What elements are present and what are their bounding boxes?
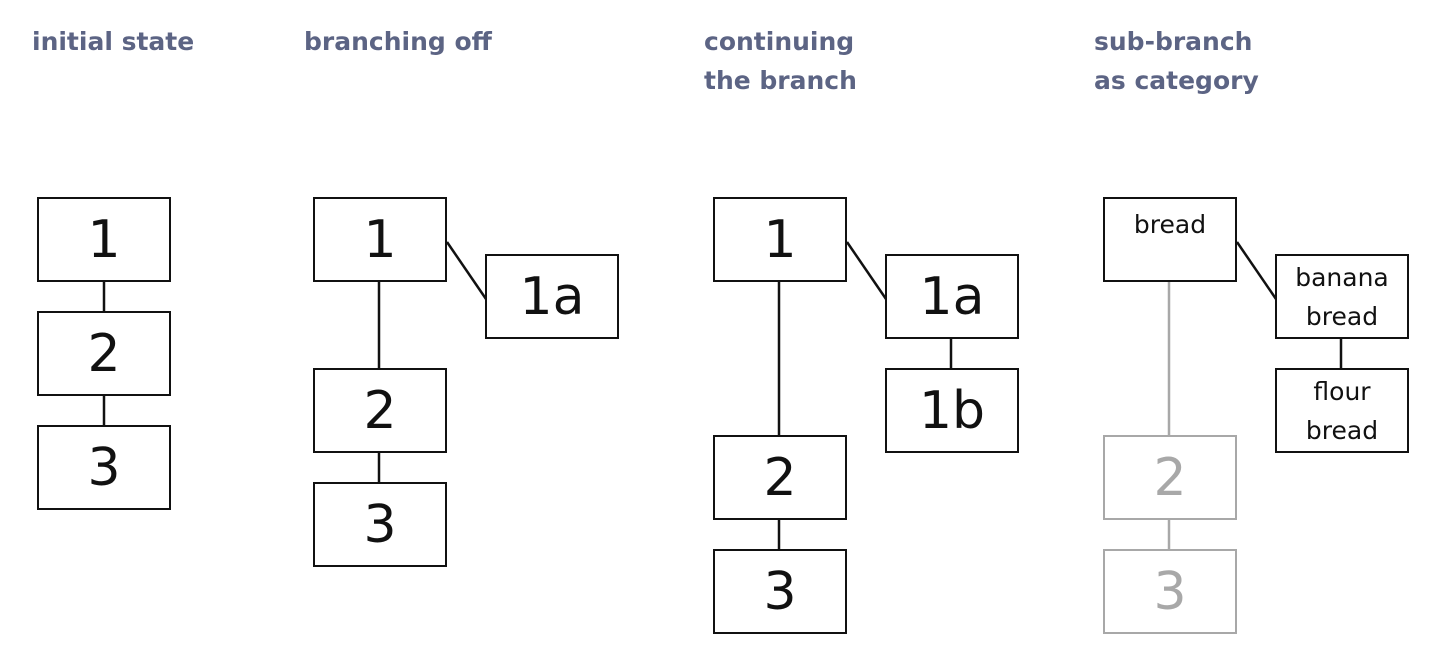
category-node-box: bread [1103,197,1237,282]
node-label-line: bread [1133,210,1207,239]
node-box: 2 [313,368,447,453]
node-label-line: bread [1305,415,1379,445]
node-box: 2 [713,435,847,520]
node-box: 1 [313,197,447,282]
node-box: 3 [37,425,171,510]
panel-title-sub-branch-as-category: sub-branch as category [1094,22,1259,100]
branch-node-box: 1a [885,254,1019,339]
panel-title-line: as category [1094,66,1259,95]
node-box: 3 [313,482,447,567]
panel-title-line: the branch [704,66,857,95]
panel-title-line: branching off [304,27,492,56]
node-box: 1 [37,197,171,282]
panel-title-branching-off: branching off [304,22,492,61]
connector-1-1a [445,241,488,300]
branch-node-box: flour bread [1275,368,1409,453]
branch-node-box: banana bread [1275,254,1409,339]
node-box: 1 [713,197,847,282]
panel-title-continuing-the-branch: continuing the branch [704,22,857,100]
panel-title-initial-state: initial state [32,22,194,61]
node-label-line: bread [1305,301,1379,331]
node-box: 2 [37,311,171,396]
panel-title-line: continuing [704,27,855,56]
node-label-line: banana [1295,262,1389,292]
muted-node-box: 2 [1103,435,1237,520]
connector-1-1a [845,241,888,300]
panel-title-line: initial state [32,27,195,56]
connector-bread-banana [1235,241,1278,300]
branch-node-box: 1a [485,254,619,339]
node-box: 3 [713,549,847,634]
branch-node-box: 1b [885,368,1019,453]
node-label-line: flour [1313,376,1371,406]
muted-node-box: 3 [1103,549,1237,634]
panel-title-line: sub-branch [1094,27,1253,56]
